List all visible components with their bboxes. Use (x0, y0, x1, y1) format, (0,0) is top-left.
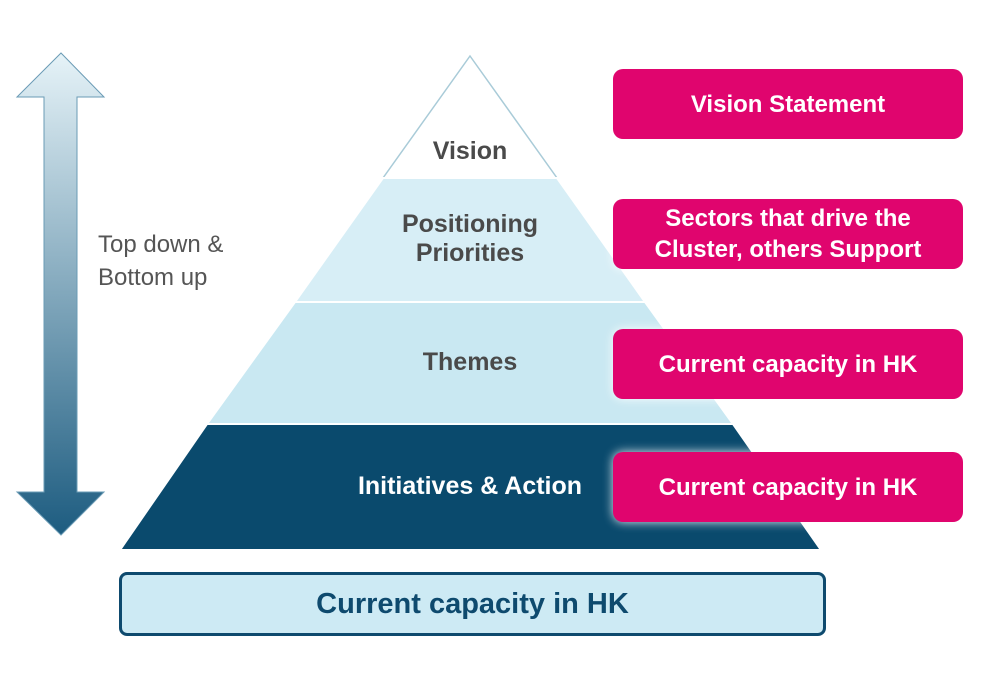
bidirectional-arrow-icon (15, 52, 106, 536)
side-box-vision-statement: Vision Statement (613, 69, 963, 139)
top-down-bottom-up-label: Top down & Bottom up (98, 231, 224, 291)
tier-label-positioning-priorities: Positioning Priorities (401, 210, 539, 267)
side-box-current-capacity-initiatives: Current capacity in HK (613, 452, 963, 522)
tier-label-vision: Vision (432, 137, 508, 165)
tier-label-initiatives-action: Initiatives & Action (357, 472, 583, 500)
base-current-capacity: Current capacity in HK (119, 572, 826, 636)
side-box-sectors: Sectors that drive the Cluster, others S… (613, 199, 963, 269)
tier-label-themes: Themes (422, 348, 518, 376)
side-box-current-capacity-themes: Current capacity in HK (613, 329, 963, 399)
